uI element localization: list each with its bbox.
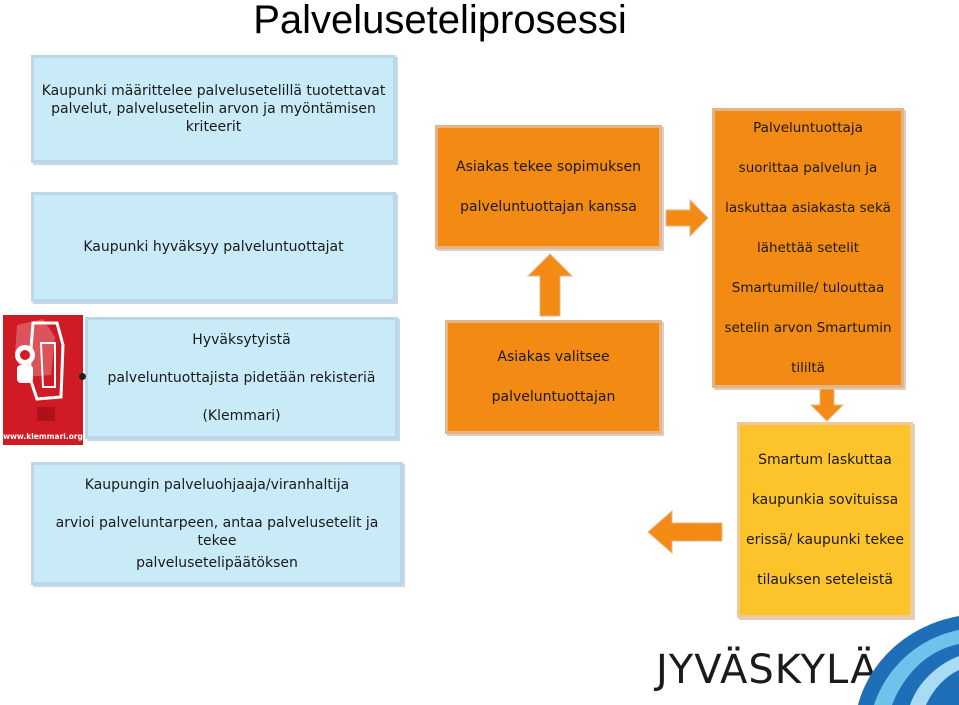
jyvaskyla-swoosh-icon [858,616,959,705]
box-contract-line-2: palveluntuottajan kanssa [460,199,637,215]
box-registry-line-1: Hyväksytyistä [192,332,291,348]
box-registry: Hyväksytyistä palveluntuottajista pidetä… [85,317,398,439]
box-registry-line-3: (Klemmari) [202,408,281,424]
box-contract: Asiakas tekee sopimuksen palveluntuottaj… [435,125,662,249]
box-smartum-invoices: Smartum laskuttaa kaupunkia sovituissa e… [737,422,913,618]
box-smartum-invoices-line-2: kaupunkia sovituissa [751,492,899,508]
page-title: Palveluseteliprosessi [253,0,627,42]
box-provider-performs-line-6: setelin arvon Smartumin [724,320,892,336]
arrow-left-icon [647,509,723,555]
box-provider-performs-line-1: Palveluntuottaja [753,120,863,136]
box-case-worker: Kaupungin palveluohjaaja/viranhaltija ar… [31,462,403,585]
jyvaskyla-logo-text: JYVÄSKYLÄ [656,647,879,693]
box-registry-line-2: palveluntuottajista pidetään rekisteriä [107,370,376,386]
box-provider-performs-line-3: laskuttaa asiakasta sekä [725,200,891,216]
arrow-down-icon [809,388,845,422]
arrow-right-icon [665,198,709,238]
box-smartum-invoices-line-1: Smartum laskuttaa [758,452,892,468]
box-provider-performs-line-5: Smartumille/ tulouttaa [731,280,885,296]
bullet-dot [79,373,86,380]
box-approve-providers: Kaupunki hyväksyy palveluntuottajat [31,192,396,302]
box-criteria-line-2: palvelut, palvelusetelin arvon ja myöntä… [51,101,376,117]
box-smartum-invoices-line-3: erissä/ kaupunki tekee [746,532,904,548]
box-contract-line-1: Asiakas tekee sopimuksen [456,159,641,175]
box-case-worker-line-3: palvelusetelipäätöksen [136,554,298,571]
box-criteria: Kaupunki määrittelee palvelusetelillä tu… [31,55,396,163]
arrow-up-icon [526,253,574,317]
box-choose-provider-line-2: palveluntuottajan [491,389,616,405]
box-case-worker-line-2: arvioi palveluntarpeen, antaa palveluset… [55,514,379,549]
box-provider-performs: Palveluntuottaja suorittaa palvelun ja l… [712,108,904,388]
box-provider-performs-line-4: lähettää setelit [756,240,860,256]
box-criteria-line-3: kriteerit [185,119,242,135]
box-criteria-line-1: Kaupunki määrittelee palvelusetelillä tu… [41,83,386,99]
box-smartum-invoices-line-4: tilauksen seteleistä [757,572,893,588]
box-approve-providers-line-1: Kaupunki hyväksyy palveluntuottajat [83,239,344,255]
box-provider-performs-line-7: tililtä [791,360,825,376]
klemmari-logo-icon: www.klemmari.org [3,315,83,445]
box-provider-performs-line-2: suorittaa palvelun ja [738,160,878,176]
box-choose-provider: Asiakas valitsee palveluntuottajan [445,320,662,434]
box-case-worker-line-1: Kaupungin palveluohjaaja/viranhaltija [84,476,350,493]
box-choose-provider-line-1: Asiakas valitsee [497,349,610,365]
klemmari-url: www.klemmari.org [3,432,83,441]
